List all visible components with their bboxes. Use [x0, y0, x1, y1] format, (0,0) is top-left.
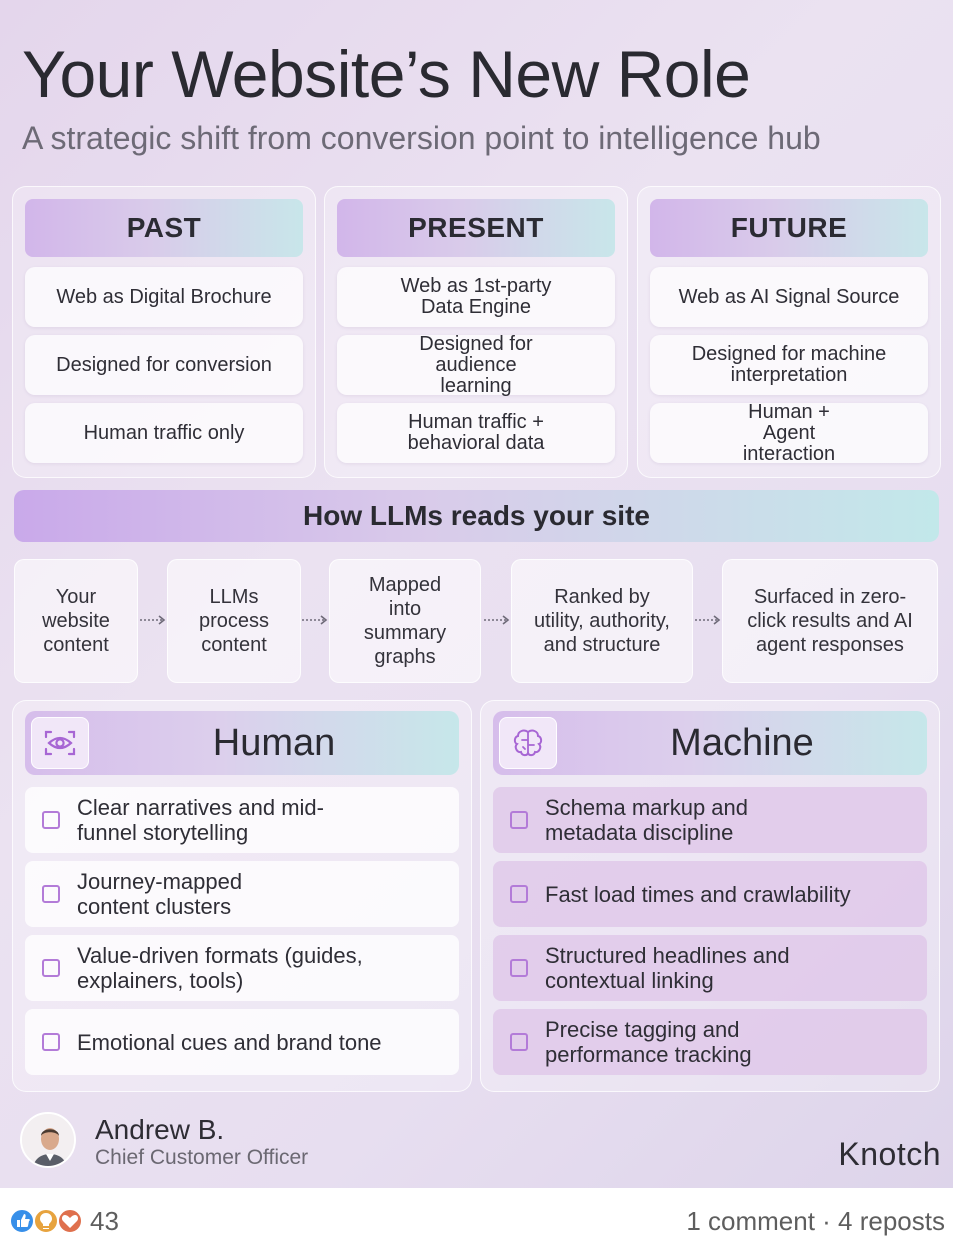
era-column-present: PRESENT Web as 1st-party Data Engine Des… — [324, 186, 628, 478]
author-role: Chief Customer Officer — [95, 1146, 309, 1169]
checkbox-icon — [510, 959, 528, 977]
item-text: Journey-mapped content clusters — [77, 869, 243, 919]
era-card: Designed for machine interpretation — [650, 335, 928, 395]
era-column-future: FUTURE Web as AI Signal Source Designed … — [637, 186, 941, 478]
machine-item: Precise tagging and performance tracking — [493, 1009, 927, 1075]
human-item: Journey-mapped content clusters — [25, 861, 459, 927]
reposts-link[interactable]: 4 reposts — [838, 1206, 945, 1236]
machine-item: Fast load times and crawlability — [493, 861, 927, 927]
item-text: Precise tagging and performance tracking — [545, 1017, 752, 1067]
checkbox-icon — [42, 1033, 60, 1051]
llm-step: Surfaced in zero-click results and AI ag… — [722, 559, 938, 683]
human-item: Clear narratives and mid-funnel storytel… — [25, 787, 459, 853]
llm-step: Mapped into summary graphs — [329, 559, 481, 683]
machine-panel-header: Machine — [493, 711, 927, 775]
era-heading-present: PRESENT — [337, 199, 615, 257]
era-card: Web as AI Signal Source — [650, 267, 928, 327]
item-text: Fast load times and crawlability — [545, 881, 851, 907]
human-panel: Human Clear narratives and mid-funnel st… — [12, 700, 472, 1092]
brand-logo: Knotch — [838, 1136, 941, 1172]
human-panel-title: Human — [212, 721, 336, 764]
llm-step: Ranked by utility, authority, and struct… — [511, 559, 693, 683]
checkbox-icon — [42, 811, 60, 829]
human-item: Emotional cues and brand tone — [25, 1009, 459, 1075]
dotted-arrow-icon — [482, 605, 512, 635]
dotted-arrow-icon — [138, 605, 168, 635]
era-heading-future: FUTURE — [650, 199, 928, 257]
era-card: Web as 1st-party Data Engine — [337, 267, 615, 327]
author-name[interactable]: Andrew B. — [95, 1114, 225, 1145]
era-card: Human traffic + behavioral data — [337, 403, 615, 463]
human-item: Value-driven formats (guides, explainers… — [25, 935, 459, 1001]
machine-panel-title: Machine — [670, 721, 814, 764]
eye-scan-icon — [31, 717, 89, 769]
item-text: Schema markup and metadata discipline — [545, 795, 748, 845]
era-card: Human traffic only — [25, 403, 303, 463]
era-heading-past: PAST — [25, 199, 303, 257]
item-text: Structured headlines and contextual link… — [545, 943, 790, 993]
machine-item: Structured headlines and contextual link… — [493, 935, 927, 1001]
machine-item: Schema markup and metadata discipline — [493, 787, 927, 853]
stats-separator: · — [814, 1206, 839, 1236]
reactions-icons[interactable] — [8, 1206, 88, 1236]
era-card: Web as Digital Brochure — [25, 267, 303, 327]
dotted-arrow-icon — [693, 605, 723, 635]
social-stats: 1 comment · 4 reposts — [686, 1206, 945, 1237]
checkbox-icon — [510, 885, 528, 903]
checkbox-icon — [42, 885, 60, 903]
era-card: Designed for audience learning — [337, 333, 615, 396]
llm-section-heading: How LLMs reads your site — [14, 490, 939, 542]
era-card: Designed for conversion — [25, 335, 303, 395]
reaction-count[interactable]: 43 — [90, 1206, 119, 1236]
infographic: Your Website’s New Role A strategic shif… — [0, 0, 953, 1188]
checkbox-icon — [42, 959, 60, 977]
era-column-past: PAST Web as Digital Brochure Designed fo… — [12, 186, 316, 478]
llm-step: LLMs process content — [167, 559, 301, 683]
item-text: Clear narratives and mid-funnel storytel… — [77, 795, 324, 845]
author-avatar[interactable] — [20, 1112, 76, 1168]
page-title: Your Website’s New Role — [22, 37, 751, 111]
checkbox-icon — [510, 1033, 528, 1051]
era-card: Human + Agent interaction — [650, 401, 928, 464]
llm-step: Your website content — [14, 559, 138, 683]
comments-link[interactable]: 1 comment — [686, 1206, 815, 1236]
machine-panel: Machine Schema markup and metadata disci… — [480, 700, 940, 1092]
dotted-arrow-icon — [300, 605, 330, 635]
item-text: Emotional cues and brand tone — [77, 1029, 382, 1055]
page-subtitle: A strategic shift from conversion point … — [22, 120, 821, 156]
social-bar — [0, 1188, 953, 1250]
checkbox-icon — [510, 811, 528, 829]
brain-icon — [499, 717, 557, 769]
item-text: Value-driven formats (guides, explainers… — [77, 943, 363, 993]
human-panel-header: Human — [25, 711, 459, 775]
